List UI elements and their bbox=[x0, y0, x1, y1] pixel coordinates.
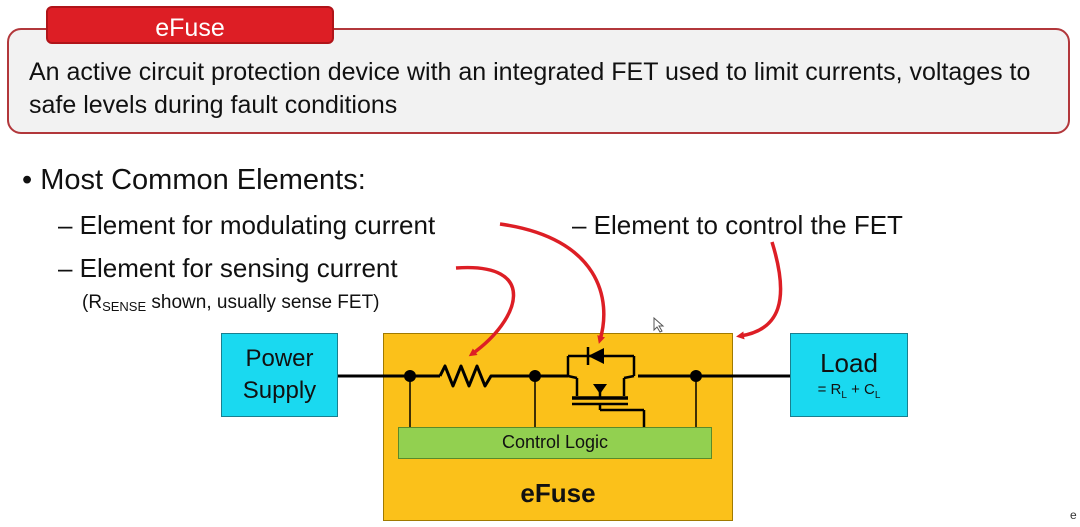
mosfet-arrow-icon bbox=[593, 384, 607, 394]
load-block: Load = RL + CL bbox=[790, 333, 908, 417]
control-connections bbox=[409, 376, 697, 427]
control-logic-block: Control Logic bbox=[398, 427, 712, 459]
arrow-to-resistor bbox=[455, 265, 516, 357]
mosfet-icon bbox=[566, 354, 646, 427]
load-formula-a-sub: L bbox=[841, 390, 847, 401]
power-supply-block: Power Supply bbox=[221, 333, 338, 417]
definition-box: An active circuit protection device with… bbox=[7, 28, 1070, 134]
note-pre: (R bbox=[82, 292, 103, 313]
item-control-fet: – Element to control the FET bbox=[572, 210, 903, 240]
item-sensing-current: – Element for sensing current bbox=[58, 253, 398, 283]
definition-text: An active circuit protection device with… bbox=[29, 58, 1031, 119]
sense-resistor-icon bbox=[438, 364, 495, 388]
note-sub: SENSE bbox=[102, 299, 147, 314]
arrow-to-control bbox=[736, 241, 783, 340]
mouse-cursor-icon bbox=[653, 316, 665, 333]
item-modulating-current: – Element for modulating current bbox=[58, 210, 436, 240]
corner-text: e bbox=[1070, 508, 1077, 522]
load-formula-b-sub: L bbox=[874, 390, 881, 401]
note-post: shown, usually sense FET) bbox=[146, 292, 380, 313]
rsense-note: (RSENSE shown, usually sense FET) bbox=[82, 292, 380, 314]
load-formula-a: = R bbox=[817, 381, 842, 398]
load-formula-b: + C bbox=[846, 381, 875, 398]
body-diode-icon bbox=[588, 348, 604, 364]
elements-heading: • Most Common Elements: bbox=[22, 164, 366, 196]
load-title: Load bbox=[820, 348, 878, 378]
arrow-to-mosfet bbox=[499, 222, 606, 344]
efuse-title-tag: eFuse bbox=[46, 6, 334, 44]
annotation-arrows bbox=[455, 222, 783, 357]
efuse-block-label: eFuse bbox=[520, 478, 596, 508]
load-formula: = RL + CL bbox=[791, 381, 907, 401]
